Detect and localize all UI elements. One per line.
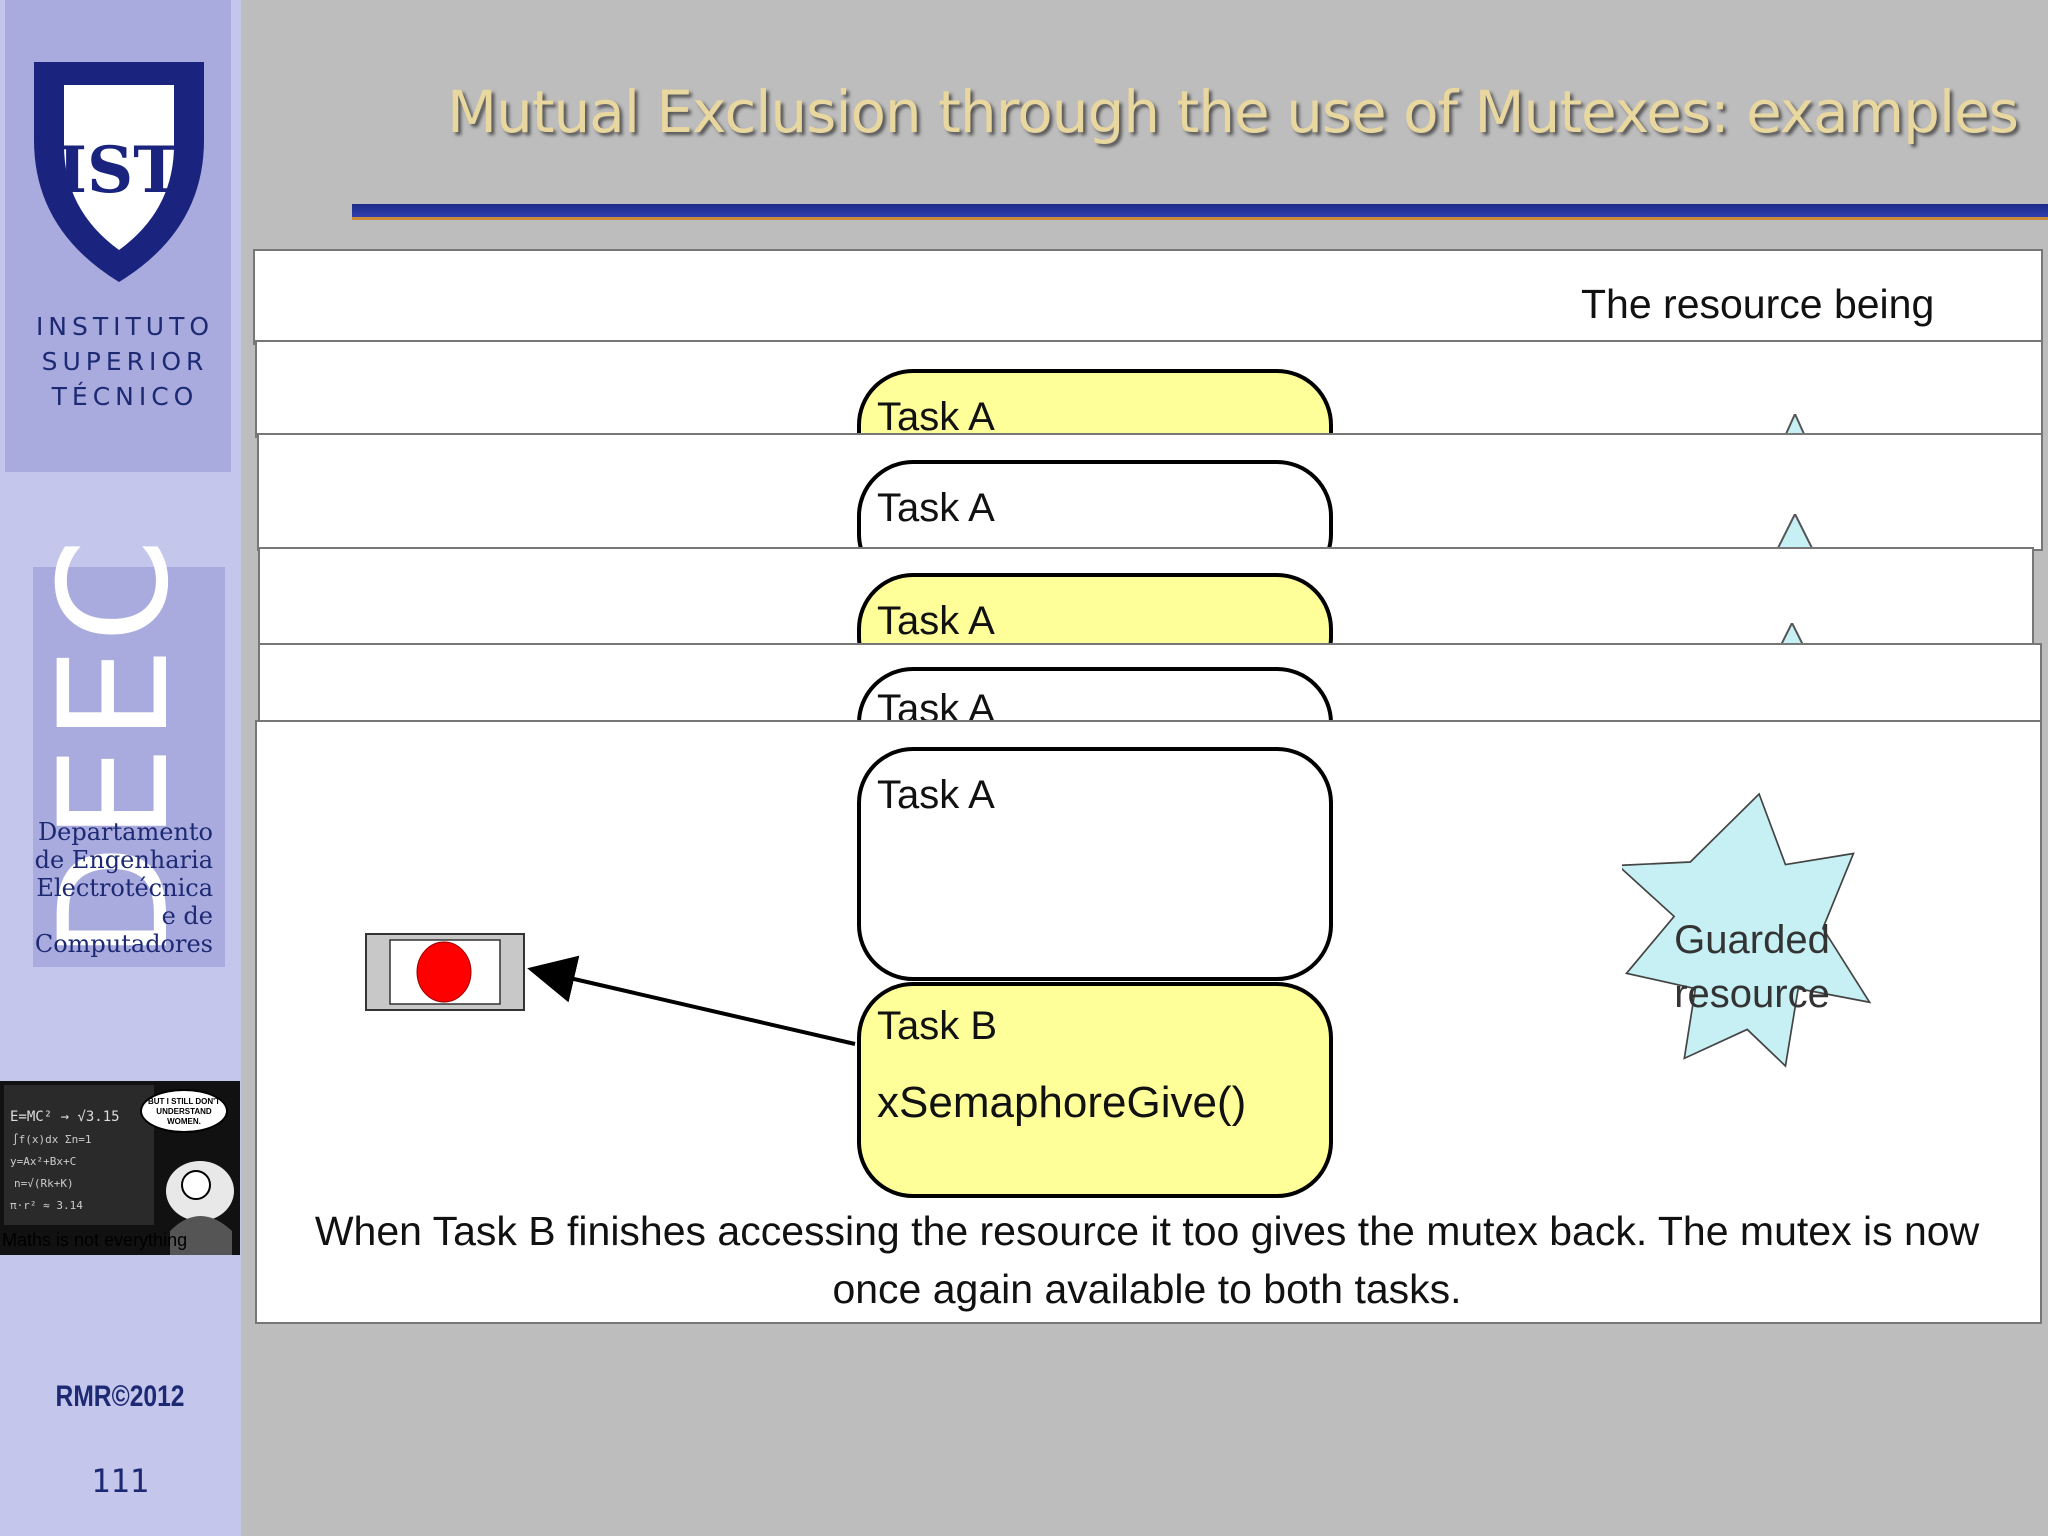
task-b-label: Task B [877, 1004, 998, 1048]
task-a-label: Task A [877, 773, 995, 817]
resource-star-tip-icon-strip-4 [1779, 623, 1805, 645]
diagram-strip-1: The resource being [253, 249, 2043, 345]
svg-text:y=Ax²+Bx+C: y=Ax²+Bx+C [10, 1155, 76, 1168]
task-a-label-strip-2: Task A [877, 395, 995, 438]
resource-label-line-1: Guarded [1674, 918, 1830, 962]
copyright-label: RMR©2012 [55, 1380, 185, 1413]
department-line-5: Computadores [34, 930, 213, 958]
svg-text:n=√(Rk+K): n=√(Rk+K) [14, 1177, 74, 1190]
task-a-label-strip-4: Task A [877, 599, 995, 643]
resource-star-tip-icon-strip-3 [1776, 514, 1814, 549]
sidebar: IST INSTITUTO SUPERIOR TÉCNICO DEEC Depa… [0, 0, 241, 1536]
svg-text:E=MC² → √3.15: E=MC² → √3.15 [10, 1109, 120, 1125]
task-a-box-strip-2: Task A [857, 369, 1333, 438]
department-line-4: e de [161, 902, 213, 930]
guarded-resource-star-icon [1622, 792, 1872, 1068]
svg-text:π·r² ≈ 3.14: π·r² ≈ 3.14 [10, 1199, 83, 1212]
diagram-strip-4: Task A [258, 547, 2034, 647]
resource-header-text: The resource being [1581, 281, 1935, 327]
task-b-call-label: xSemaphoreGive() [877, 1078, 1247, 1127]
mutex-token-icon [416, 941, 472, 1003]
task-a-box-strip-4: Task A [857, 573, 1333, 645]
title-underline-bar [352, 204, 2048, 220]
institute-line-2: SUPERIOR [41, 347, 209, 376]
diagram-strip-3: Task A [257, 433, 2043, 551]
diagram-main-panel: Task A Task B xSemaphoreGive() Guarded r… [255, 720, 2042, 1324]
task-a-box-strip-3: Task A [857, 460, 1333, 549]
comic-caption: Maths is not everything [2, 1230, 188, 1250]
diagram-strip-5: Task A [258, 643, 2042, 725]
slide-title: Mutual Exclusion through the use of Mute… [447, 78, 2019, 146]
mutex-arrow-diagram [365, 933, 856, 1046]
einstein-comic: E=MC² → √3.15 ∫f(x)dx Σn=1 y=Ax²+Bx+C n=… [0, 1081, 240, 1255]
ist-shield-logo: IST [34, 62, 204, 282]
department-line-1: Departamento [37, 818, 213, 846]
caption-line-2: once again available to both tasks. [832, 1266, 1462, 1312]
resource-label-line-2: resource [1674, 972, 1830, 1016]
task-a-box: Task A [857, 747, 1333, 981]
give-arrow [527, 955, 856, 1046]
task-b-box: Task B xSemaphoreGive() [857, 982, 1333, 1198]
svg-text:∫f(x)dx Σn=1: ∫f(x)dx Σn=1 [12, 1133, 91, 1146]
deec-panel [33, 567, 225, 967]
page-number: 111 [91, 1462, 149, 1500]
diagram-strip-2: Task A [255, 340, 2043, 438]
department-line-3: Electrotécnica [36, 874, 213, 902]
institute-line-3: TÉCNICO [51, 382, 199, 411]
comic-speech-bubble: BUT I STILL DON'T UNDERSTAND WOMEN. [140, 1089, 228, 1133]
caption-line-1: When Task B finishes accessing the resou… [314, 1208, 1980, 1254]
ist-logo-panel: IST INSTITUTO SUPERIOR TÉCNICO [5, 0, 231, 472]
department-name: Departamento de Engenharia Electrotécnic… [13, 818, 213, 958]
institute-line-1: INSTITUTO [35, 312, 215, 341]
task-a-label-strip-3: Task A [877, 486, 995, 530]
task-a-label-strip-5: Task A [877, 687, 995, 725]
department-line-2: de Engenharia [34, 846, 213, 874]
svg-text:IST: IST [57, 133, 181, 208]
task-a-box-strip-5: Task A [857, 667, 1333, 725]
